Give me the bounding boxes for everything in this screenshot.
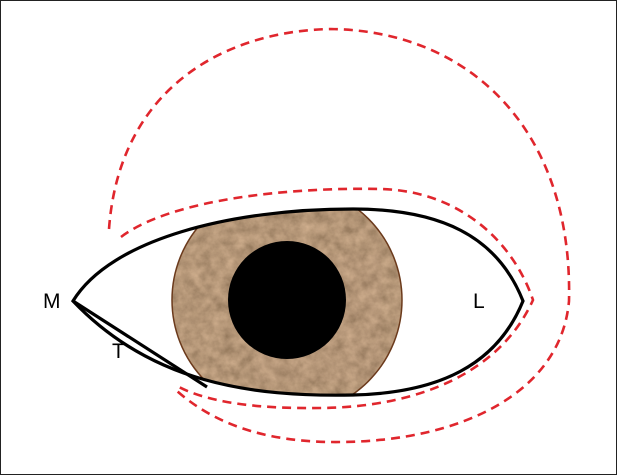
label-lateral: L — [473, 290, 485, 313]
label-medial: M — [43, 290, 61, 313]
pupil — [228, 241, 346, 359]
label-triangle: T — [112, 340, 125, 363]
